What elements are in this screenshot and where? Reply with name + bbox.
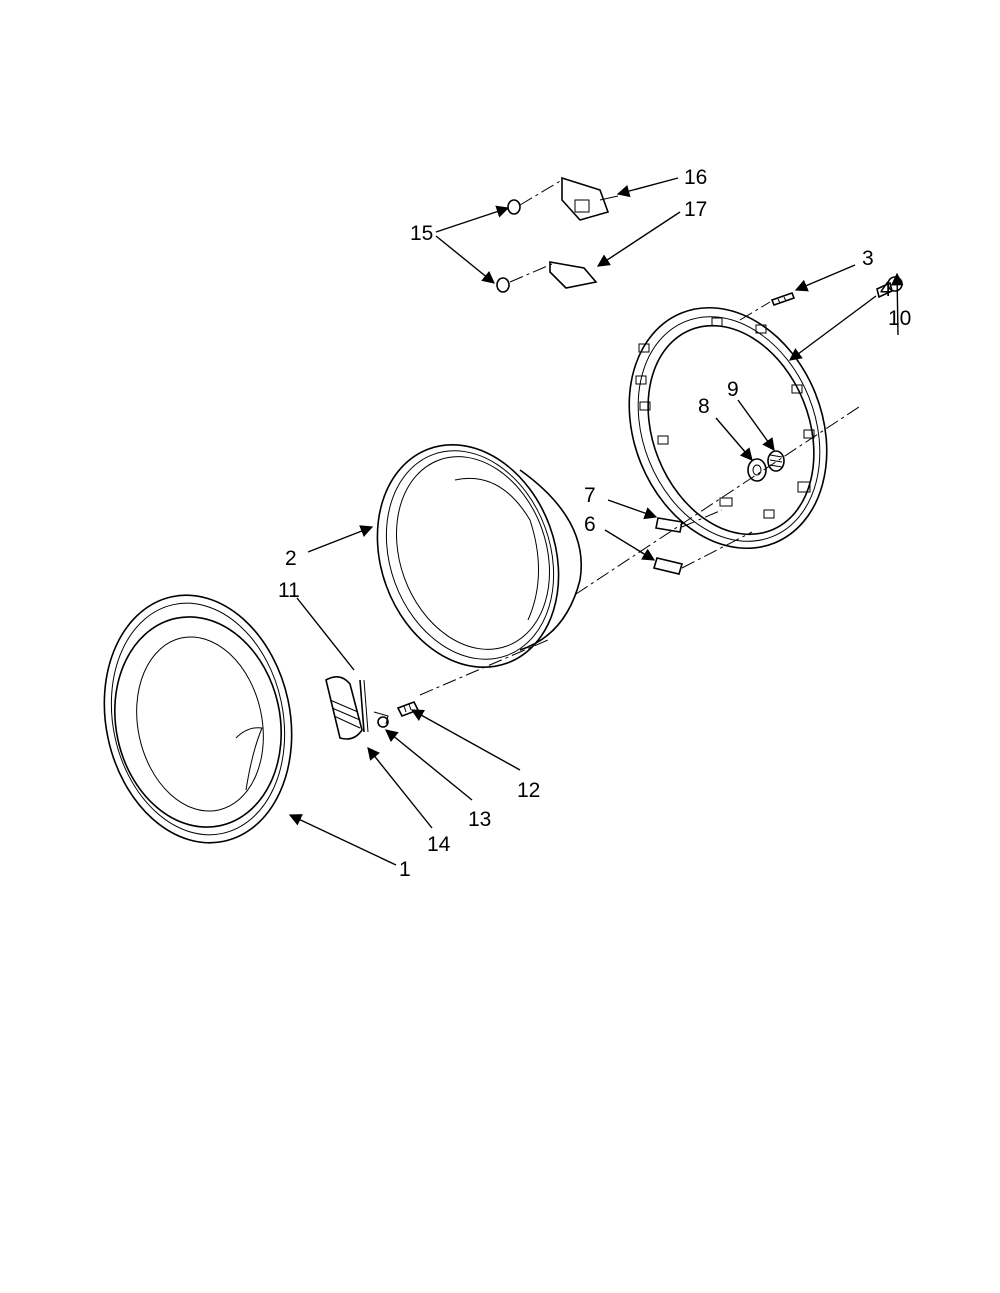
callout-4: 4 [880, 278, 892, 301]
callout-13: 13 [468, 808, 491, 831]
assembly-axis-lines [419, 179, 863, 696]
part-9-spring [767, 450, 785, 472]
part-12-pin [396, 700, 420, 718]
callout-labels: 1 2 3 4 6 7 8 9 10 11 12 13 14 15 16 17 [278, 166, 911, 881]
callout-1: 1 [399, 858, 411, 881]
part-11-hinge-pin [359, 679, 369, 733]
callout-17: 17 [684, 198, 707, 221]
part-16-switch [561, 176, 619, 221]
part-1-outer-door-ring [103, 594, 293, 844]
part-6-strike-plate [652, 557, 684, 575]
callout-15: 15 [410, 222, 433, 245]
callout-leaders [288, 177, 904, 866]
callout-7: 7 [584, 484, 596, 507]
part-17-switch-bracket [549, 261, 598, 289]
callout-14: 14 [427, 833, 451, 856]
callout-10: 10 [888, 307, 911, 330]
part-15-screws [496, 199, 521, 293]
callout-8: 8 [698, 395, 710, 418]
callout-2: 2 [285, 547, 297, 570]
callout-11: 11 [278, 579, 300, 602]
callout-12: 12 [517, 779, 540, 802]
callout-16: 16 [684, 166, 707, 189]
part-7-strike [655, 517, 683, 533]
part-14-hinge [325, 676, 363, 740]
callout-3: 3 [862, 247, 874, 270]
callout-9: 9 [727, 378, 739, 401]
part-3-screw [770, 291, 796, 307]
part-8-bushing [747, 458, 767, 482]
part-13-washer [373, 711, 389, 728]
part-2-door-bowl [376, 444, 582, 668]
callout-6: 6 [584, 513, 596, 536]
part-4-inner-door-frame [628, 306, 828, 550]
